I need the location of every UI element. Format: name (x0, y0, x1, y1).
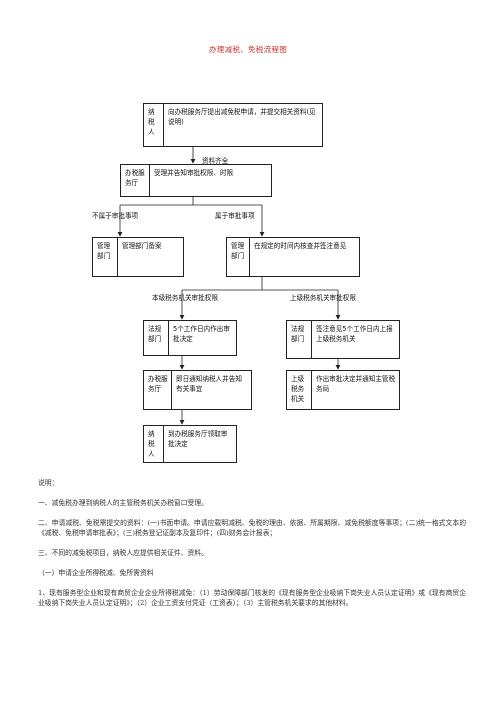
step-text: 到办税服务厅领取审批决定 (168, 430, 228, 448)
edge-label-not-approval: 不属于审批事项 (92, 212, 139, 220)
step-upper-decide: 上级税务机关 作出审批决定并通知主管税务局 (286, 370, 400, 410)
step-text: 5个工作日内作出审批决定 (173, 325, 230, 343)
step-role: 纳税人 (144, 104, 164, 146)
notes-paragraph: 1、现有服务型企业和现有商贸企业企业所得税减免：（1）劳动保障部门核发的《现有服… (38, 589, 466, 607)
edge-label-local-authority: 本级税务机关审批权限 (152, 294, 218, 302)
step-role: 法规部门 (144, 321, 169, 355)
step-role: 管理部门 (227, 238, 250, 276)
notes-paragraph: （一）申请企业所得税减、免所需资料 (38, 569, 154, 577)
step-role: 纳税人 (144, 426, 164, 462)
step-service-hall-accept: 办税服务厅 受理并告知审批权限、时限 (120, 164, 272, 197)
explanation-section: 说明： 一、减免税办理到纳税人的主管税务机关办税窗口受理。 二、申请减税、免税需… (38, 478, 466, 618)
step-text: 管理部门备案 (122, 242, 162, 250)
notes-paragraph: 一、减免税办理到纳税人的主管税务机关办税窗口受理。 (38, 499, 208, 507)
step-role: 法规部门 (287, 321, 312, 358)
edge-label-approval: 属于审批事项 (215, 212, 255, 220)
step-role: 办税服务厅 (144, 371, 172, 409)
edge-label-complete: 资料齐全 (202, 157, 229, 165)
step-text: 向办税服务厅提出减免税申请，并提交相关资料(见说明) (168, 108, 316, 126)
edge-label-upper-authority: 上级税务机关审批权限 (290, 294, 356, 302)
notes-paragraph: 三、不同的减免税项目，纳税人应提供相关证件、资料。 (38, 549, 208, 557)
step-role: 办税服务厅 (121, 165, 150, 196)
step-legal-report-upper: 法规部门 签注意见5个工作日内上报上级税务机关 (286, 320, 400, 359)
step-text: 受理并告知审批权限、时限 (154, 169, 234, 177)
notes-paragraph: 二、申请减税、免税需提交的资料：(一)书面申请。申请应载明减税、免税的理由、依据… (38, 519, 466, 537)
step-role: 管理部门 (93, 238, 118, 276)
step-service-hall-notify: 办税服务厅 即日通知纳税人并告知有关事宜 (143, 370, 252, 410)
step-text: 即日通知纳税人并告知有关事宜 (176, 375, 242, 393)
step-management-review: 管理部门 在规定的时间内核查并签注意见 (226, 237, 360, 277)
notes-heading: 说明： (38, 479, 59, 487)
step-text: 在规定的时间内核查并签注意见 (254, 242, 347, 250)
step-text: 签注意见5个工作日内上报上级税务机关 (316, 325, 393, 343)
step-text: 作出审批决定并通知主管税务局 (316, 375, 396, 393)
step-role: 上级税务机关 (287, 371, 312, 409)
step-applicant-submit: 纳税人 向办税服务厅提出减免税申请，并提交相关资料(见说明) (143, 103, 323, 147)
page-title: 办理减税、免税流程图 (209, 45, 287, 54)
step-applicant-collect: 纳税人 到办税服务厅领取审批决定 (143, 425, 237, 463)
step-legal-decide: 法规部门 5个工作日内作出审批决定 (143, 320, 237, 356)
step-management-record: 管理部门 管理部门备案 (92, 237, 184, 277)
